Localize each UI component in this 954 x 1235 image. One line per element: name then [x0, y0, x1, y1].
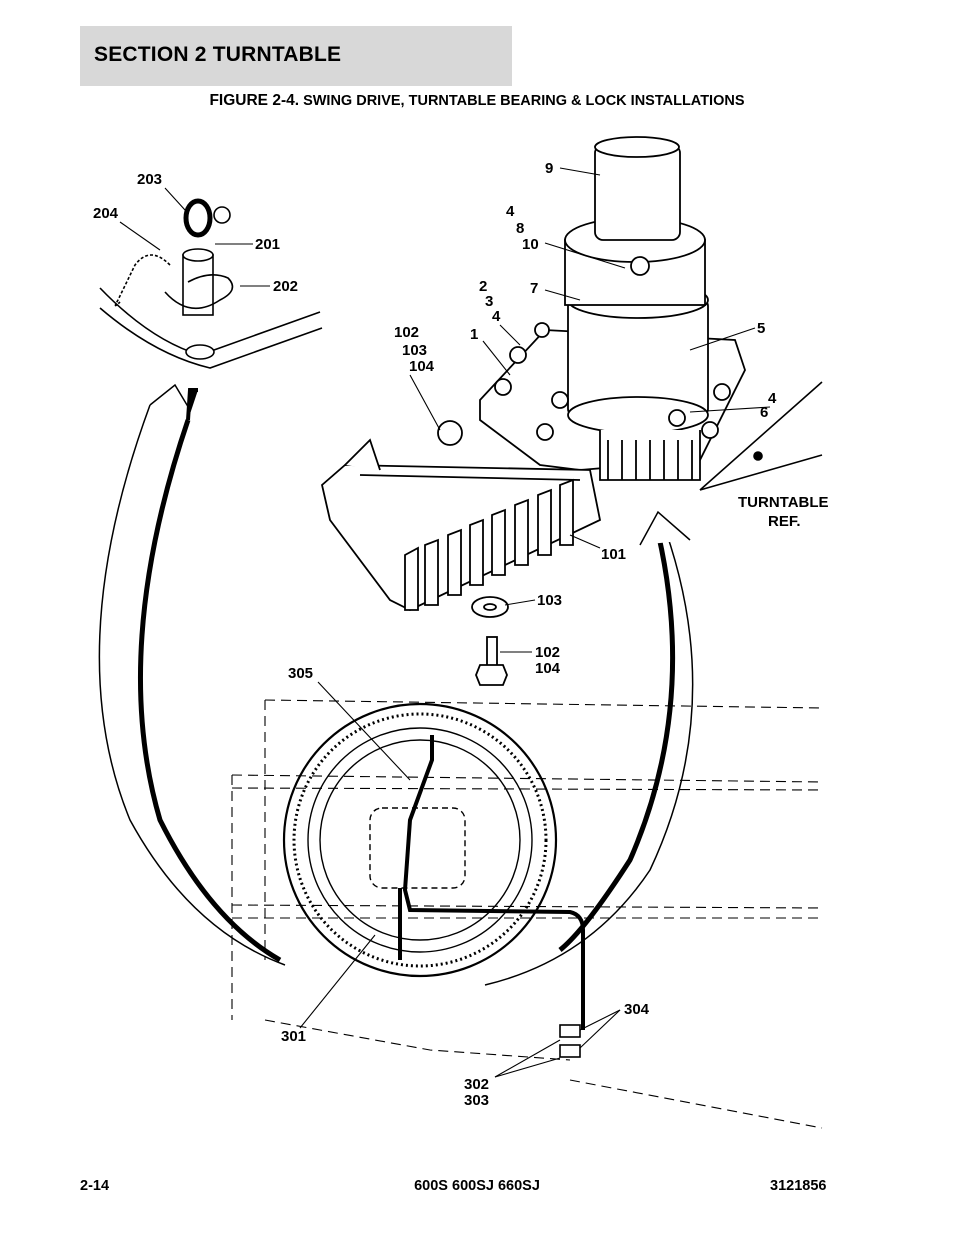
callout-4-motor: 4	[506, 203, 515, 220]
callout-103-top: 103	[402, 342, 427, 359]
section-header: SECTION 2 TURNTABLE	[80, 26, 512, 86]
callout-1: 1	[470, 326, 478, 343]
figure-caption: SWING DRIVE, TURNTABLE BEARING & LOCK IN…	[303, 93, 745, 109]
arrow-left	[98, 383, 286, 966]
callout-9: 9	[545, 160, 553, 177]
callouts: 9 203 204 201 202 4 8 10 7 2 3 4 1 102 1…	[93, 160, 829, 1109]
turntable-ref-plane	[699, 381, 823, 491]
callout-305: 305	[288, 665, 313, 682]
callout-102-bottom: 102	[535, 644, 560, 661]
callout-301: 301	[281, 1028, 306, 1045]
frame-outline	[231, 699, 823, 1129]
footer-page-number: 2-14	[80, 1178, 110, 1194]
fittings	[559, 1024, 581, 1058]
swing-drive-assembly	[479, 136, 746, 481]
callout-303: 303	[464, 1092, 489, 1109]
callout-304: 304	[624, 1001, 650, 1018]
footer-doc-number: 3121856	[770, 1178, 827, 1194]
callout-202: 202	[273, 278, 298, 295]
figure-title: FIGURE 2-4. SWING DRIVE, TURNTABLE BEARI…	[0, 92, 954, 110]
footer-models: 600S 600SJ 660SJ	[414, 1178, 540, 1194]
callout-10: 10	[522, 236, 539, 253]
callout-6: 6	[760, 404, 768, 421]
arrow-right	[484, 510, 694, 986]
callout-turntable-ref: TURNTABLE	[738, 494, 829, 511]
leader-lines	[119, 167, 771, 1078]
callout-2: 2	[479, 278, 487, 295]
turntable-bearing	[282, 702, 558, 978]
callout-104-top: 104	[409, 358, 435, 375]
figure-number: FIGURE 2-4.	[209, 92, 300, 109]
lock-pin-detail	[99, 198, 323, 369]
callout-3: 3	[485, 293, 493, 310]
callout-204: 204	[93, 205, 119, 222]
ring-gear-segment	[321, 420, 602, 686]
callout-201: 201	[255, 236, 280, 253]
callout-5: 5	[757, 320, 765, 337]
section-title: SECTION 2 TURNTABLE	[94, 43, 342, 66]
callout-ref: REF.	[768, 513, 801, 530]
callout-101: 101	[601, 546, 626, 563]
callout-4-bolt: 4	[492, 308, 501, 325]
callout-104-bottom: 104	[535, 660, 561, 677]
callout-4-right: 4	[768, 390, 777, 407]
callout-302: 302	[464, 1076, 489, 1093]
callout-7: 7	[530, 280, 538, 297]
callout-8: 8	[516, 220, 524, 237]
callout-103-bottom: 103	[537, 592, 562, 609]
callout-102-top: 102	[394, 324, 419, 341]
callout-203: 203	[137, 171, 162, 188]
